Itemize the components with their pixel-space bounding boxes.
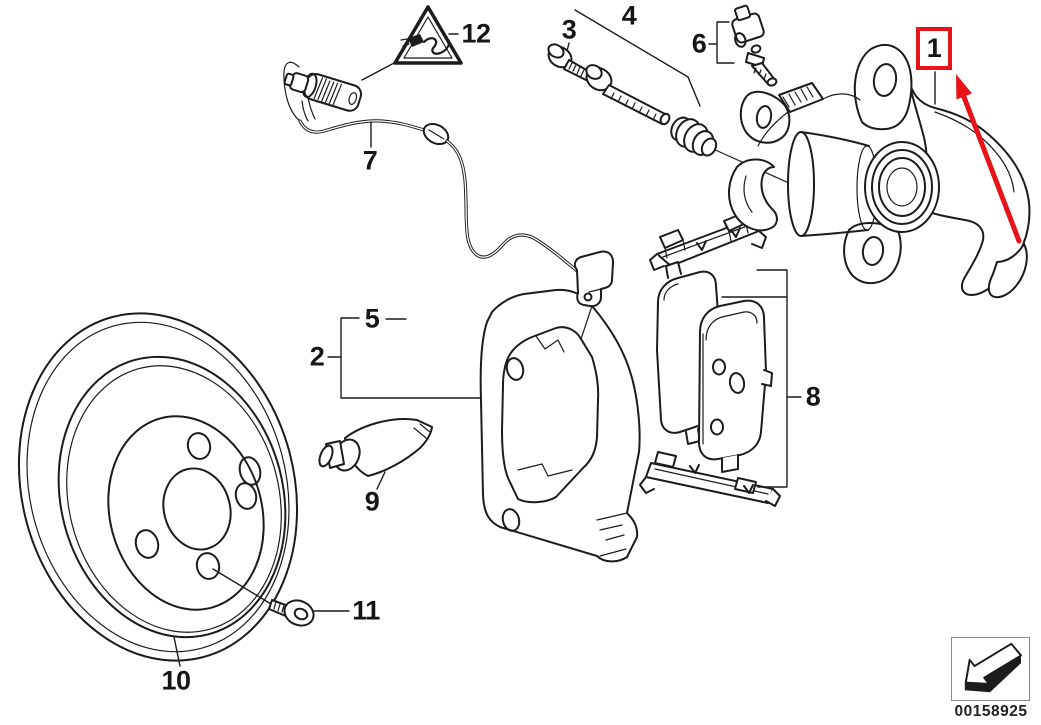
connector-warning-triangle-icon <box>393 5 463 65</box>
brake-pads-drawing <box>639 213 781 507</box>
callout-8[interactable]: 8 <box>805 381 821 412</box>
callout-12[interactable]: 12 <box>461 18 491 49</box>
callout-7[interactable]: 7 <box>362 145 378 176</box>
brake-caliper-drawing <box>728 43 1031 299</box>
wear-sensor-drawing <box>283 61 614 308</box>
document-number: 00158925 <box>954 703 1028 720</box>
highlight-arrow <box>956 74 1022 244</box>
callout-3[interactable]: 3 <box>561 14 577 45</box>
callout-4[interactable]: 4 <box>621 0 637 31</box>
bleeder-valve-drawing <box>731 4 778 87</box>
callout-5[interactable]: 5 <box>364 303 380 334</box>
caliper-carrier-drawing <box>479 288 641 563</box>
callout-10[interactable]: 10 <box>161 665 191 696</box>
callout-9[interactable]: 9 <box>364 486 380 517</box>
guide-bolt-drawings <box>547 43 718 157</box>
direction-of-travel-arrow-icon <box>951 637 1030 701</box>
brake-rotor-drawing <box>17 312 299 662</box>
callout-11[interactable]: 11 <box>352 595 380 626</box>
set-screw-drawing <box>212 568 315 627</box>
callout-1[interactable]: 1 <box>926 33 942 63</box>
callout-1-highlight-box: 1 <box>916 27 952 70</box>
callout-6[interactable]: 6 <box>691 28 707 59</box>
leader-lines <box>173 9 936 667</box>
callout-2[interactable]: 2 <box>309 341 325 372</box>
paste-tube-drawing <box>318 418 433 477</box>
